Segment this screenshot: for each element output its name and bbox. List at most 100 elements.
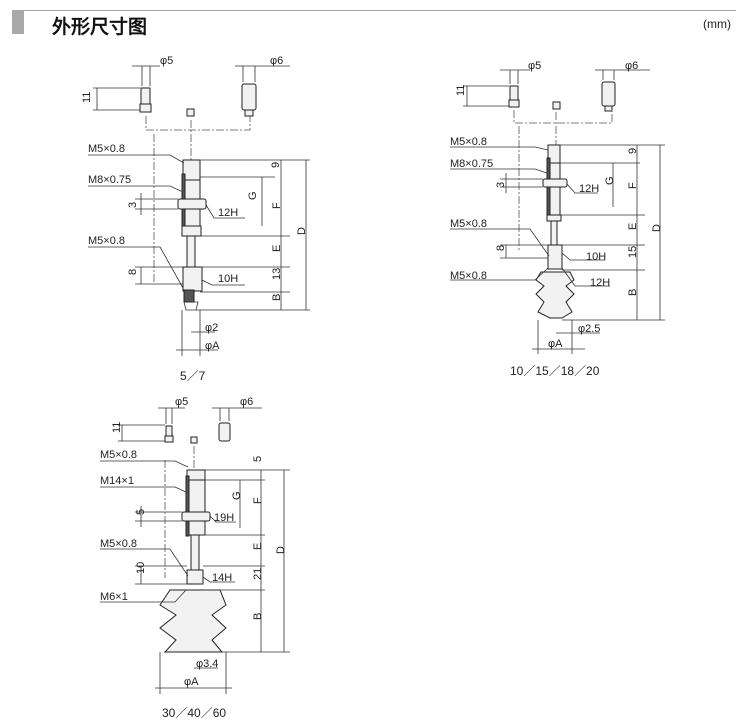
rod (550, 220, 558, 246)
section-marker (12, 10, 24, 34)
dim-F: F (252, 497, 264, 504)
holder-10h (182, 266, 203, 292)
dim-phi2-5: φ2.5 (578, 323, 600, 335)
rod (190, 534, 200, 572)
dim-21: 21 (252, 568, 264, 580)
thread-m5-mid: M5×0.8 (450, 218, 487, 230)
leader (450, 168, 548, 174)
hex-12h-lower: 12H (590, 277, 610, 289)
body-top (182, 159, 201, 181)
dim-phiA: φA (548, 338, 563, 350)
dim-9: 9 (627, 148, 639, 154)
body (186, 479, 206, 536)
dim-phiA: φA (205, 340, 220, 352)
center-line (145, 116, 251, 282)
extension-lines (196, 159, 310, 311)
bellows-pad (535, 271, 575, 319)
thread-m5: M5×0.8 (88, 143, 125, 155)
fitting-phi5 (509, 85, 519, 101)
dim-phi5: φ5 (528, 60, 541, 72)
dim-D: D (275, 546, 287, 554)
hex-12h: 12H (579, 183, 599, 195)
dim-E: E (271, 245, 283, 252)
thread-m5-lower: M5×0.8 (100, 538, 137, 550)
dim-line (235, 65, 290, 82)
dim-5: 5 (135, 509, 147, 515)
dim-line (500, 173, 548, 259)
dim-F: F (271, 202, 283, 209)
dim-E: E (627, 223, 639, 230)
leader (450, 146, 549, 151)
leader (88, 154, 185, 164)
leader (202, 515, 236, 583)
fitting-phi6-stem (244, 109, 254, 117)
leader (88, 246, 184, 289)
drawing-5-7: φ5 φ6 11 M5×0.8 M8×0.75 3 12H M5×0.8 8 1… (81, 55, 310, 383)
hex-19h: 19H (214, 512, 234, 524)
thread-m8: M8×0.75 (88, 174, 131, 186)
thread-m5-lower: M5×0.8 (450, 270, 487, 282)
fitting-phi5 (140, 87, 151, 105)
dim-D: D (651, 224, 663, 232)
plug (190, 436, 198, 444)
fitting-phi5-hex (508, 99, 520, 108)
dim-5-right: 5 (252, 456, 264, 462)
dim-phiA: φA (184, 676, 199, 688)
fitting-phi6 (601, 81, 616, 107)
caption-30-60: 30／40／60 (162, 706, 226, 720)
dim-phi5: φ5 (160, 55, 173, 67)
dim-B: B (271, 294, 283, 301)
dim-line (135, 266, 183, 285)
dim-10: 10 (135, 562, 147, 574)
dim-line (261, 160, 307, 310)
drawing-10-20: φ5 φ6 11 M5×0.8 M8×0.75 3 12H M5×0.8 8 1… (450, 60, 665, 378)
dim-G: G (247, 191, 259, 200)
thread-m5: M5×0.8 (450, 136, 487, 148)
pad (183, 289, 195, 303)
dim-D: D (296, 227, 308, 235)
leader (450, 267, 549, 281)
leader (88, 185, 184, 193)
unit-label: (mm) (703, 17, 731, 31)
dim-phi3-4: φ3.4 (196, 658, 218, 670)
dim-3: 3 (495, 182, 507, 188)
dim-line (463, 69, 650, 107)
dim-11: 11 (111, 422, 123, 433)
nut-19h (181, 511, 211, 522)
dim-9: 9 (270, 162, 282, 168)
thread-m5-lower: M5×0.8 (88, 235, 125, 247)
fitting-phi5-hex (164, 435, 174, 443)
dim-3: 3 (127, 202, 139, 208)
leader (201, 279, 245, 286)
nut-12h (542, 178, 568, 188)
dim-E: E (252, 543, 264, 550)
thread-m5: M5×0.8 (100, 449, 137, 461)
dim-13: 13 (271, 268, 283, 280)
leader (450, 228, 550, 257)
dim-G: G (231, 491, 243, 500)
dim-line (135, 193, 178, 215)
dim-B: B (627, 289, 639, 296)
fitting-phi5-hex (139, 103, 152, 113)
thread-m14: M14×1 (100, 475, 134, 487)
dim-phi6: φ6 (270, 55, 283, 67)
fitting-phi6 (218, 422, 231, 442)
collar (181, 225, 202, 237)
dim-phi5: φ5 (175, 396, 188, 408)
dim-line (132, 65, 160, 86)
dim-8: 8 (127, 269, 139, 275)
dim-line (176, 310, 218, 356)
fitting-phi5 (165, 425, 173, 437)
dim-line (93, 87, 140, 111)
thread (185, 475, 190, 537)
fitting-phi6-stem (604, 105, 613, 112)
dim-line (155, 652, 232, 694)
thread-m6: M6×1 (100, 591, 128, 603)
dim-F: F (627, 182, 639, 189)
dim-15: 15 (627, 246, 639, 258)
dim-phi6: φ6 (240, 396, 253, 408)
nut-12h (177, 198, 207, 210)
hex-12h: 12H (218, 207, 238, 219)
dim-line (135, 506, 187, 585)
holder-14h (186, 569, 204, 585)
